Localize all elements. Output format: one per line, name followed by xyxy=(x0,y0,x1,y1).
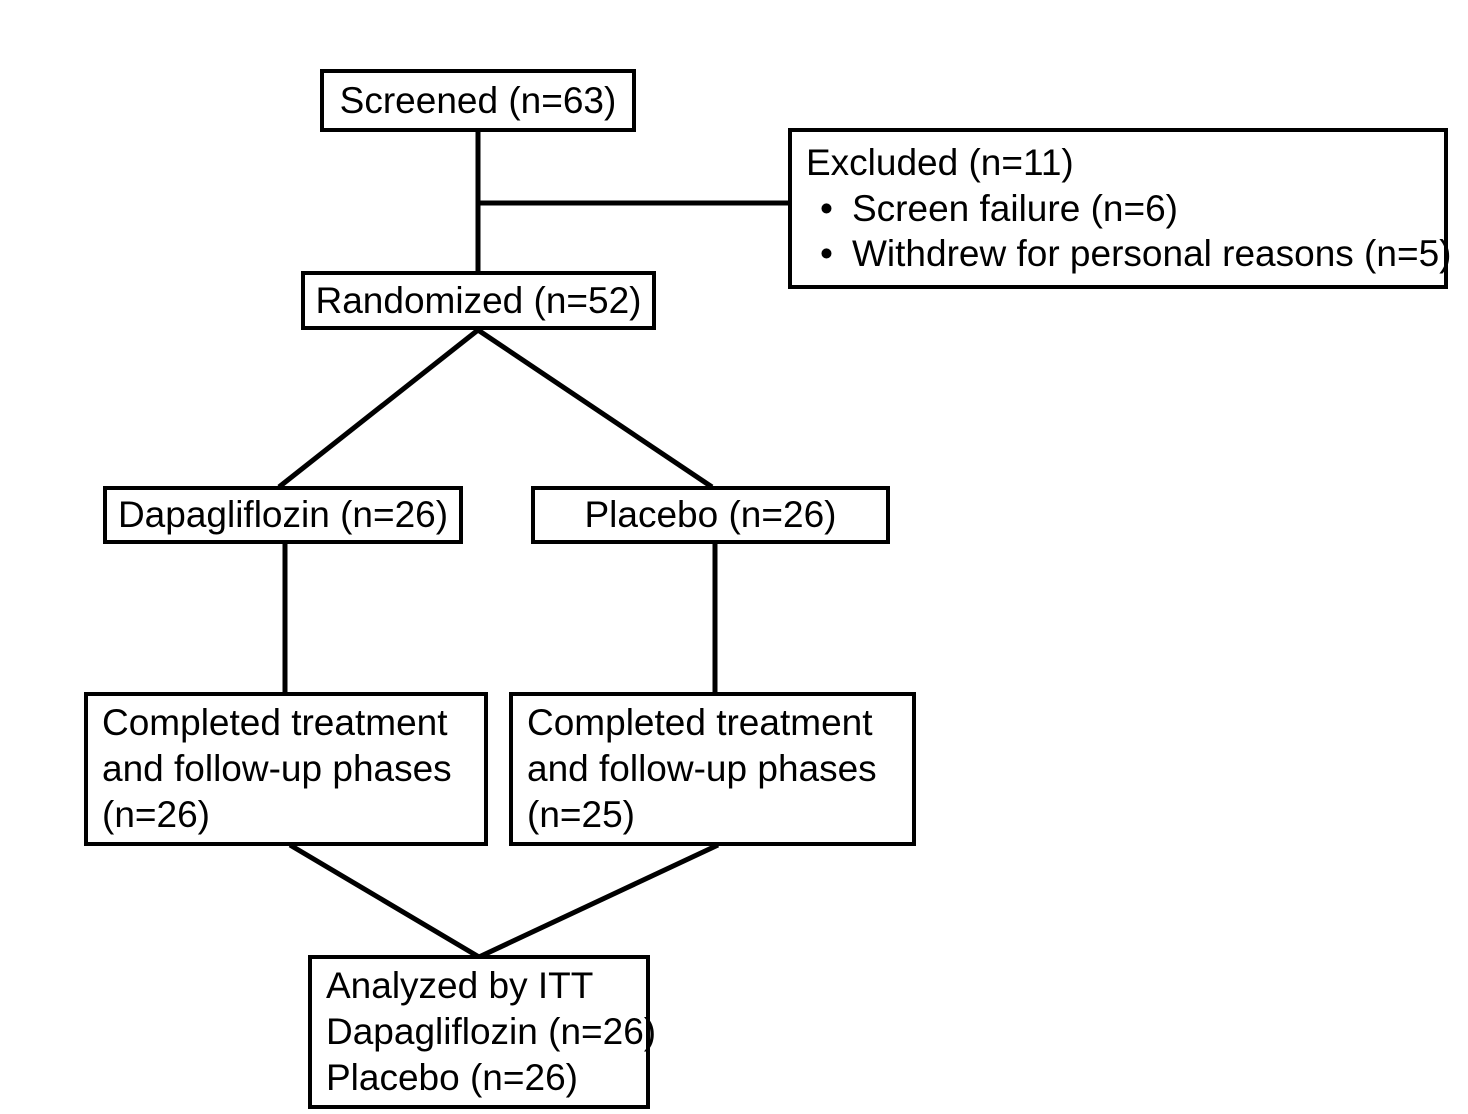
node-screened: Screened (n=63) xyxy=(320,69,636,132)
node-arm-placebo: Placebo (n=26) xyxy=(531,486,890,544)
connector-randomized-to-dapagliflozin xyxy=(277,328,480,489)
node-completed-placebo-line-2: and follow-up phases xyxy=(527,748,877,790)
node-analyzed-itt-line-1: Analyzed by ITT xyxy=(326,965,594,1007)
node-excluded-reason-2: • Withdrew for personal reasons (n=5) xyxy=(806,231,1451,277)
connector-completed-right-to-analyzed xyxy=(477,842,720,960)
node-analyzed-itt-line-2: Dapagliflozin (n=26) xyxy=(326,1011,657,1053)
node-completed-placebo: Completed treatment and follow-up phases… xyxy=(509,692,916,846)
node-arm-placebo-label: Placebo (n=26) xyxy=(584,494,837,536)
node-arm-dapagliflozin: Dapagliflozin (n=26) xyxy=(103,486,463,544)
node-completed-dapagliflozin-line-2: and follow-up phases xyxy=(102,748,452,790)
bullet-icon: • xyxy=(820,233,833,275)
node-completed-placebo-line-1: Completed treatment xyxy=(527,702,873,744)
node-excluded-heading: Excluded (n=11) xyxy=(806,141,1074,183)
node-excluded: Excluded (n=11) • Screen failure (n=6) •… xyxy=(788,128,1451,289)
bullet-icon: • xyxy=(820,187,833,229)
node-completed-placebo-line-3: (n=25) xyxy=(527,793,635,835)
node-excluded-reason-1: • Screen failure (n=6) xyxy=(806,186,1178,232)
node-analyzed-itt-line-3: Placebo (n=26) xyxy=(326,1056,578,1098)
node-screened-label: Screened (n=63) xyxy=(339,79,617,121)
node-excluded-reason-1-label: Screen failure (n=6) xyxy=(852,187,1178,229)
node-completed-dapagliflozin-line-3: (n=26) xyxy=(102,793,210,835)
node-randomized: Randomized (n=52) xyxy=(301,271,656,330)
connector-randomized-to-placebo xyxy=(476,327,714,490)
node-completed-dapagliflozin-line-1: Completed treatment xyxy=(102,702,448,744)
node-arm-dapagliflozin-label: Dapagliflozin (n=26) xyxy=(117,494,449,536)
connector-completed-left-to-analyzed xyxy=(288,842,481,960)
node-excluded-reason-2-label: Withdrew for personal reasons (n=5) xyxy=(852,233,1452,275)
node-completed-dapagliflozin: Completed treatment and follow-up phases… xyxy=(84,692,488,846)
node-analyzed-itt: Analyzed by ITT Dapagliflozin (n=26) Pla… xyxy=(308,955,656,1109)
node-randomized-label: Randomized (n=52) xyxy=(315,279,642,321)
